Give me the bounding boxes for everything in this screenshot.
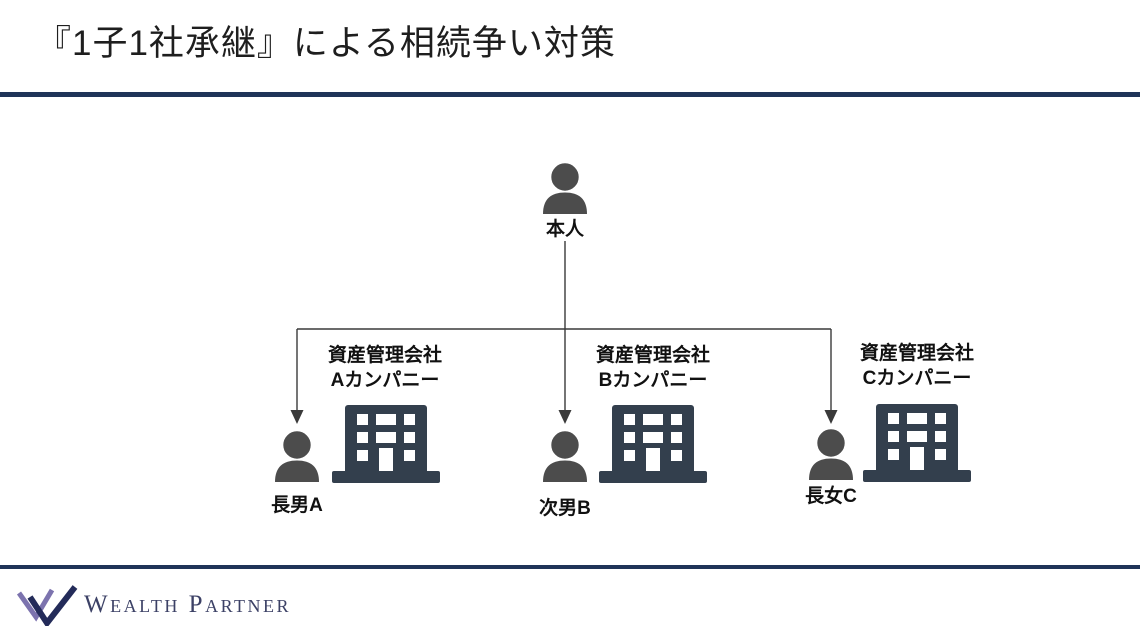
person-icon [543, 430, 587, 482]
person-label-b: 次男B [539, 498, 591, 519]
brand-name: Wealth Partner [84, 591, 291, 618]
w-double-check-logo-icon [16, 585, 78, 626]
company-label-b-line1: 資産管理会社 [595, 345, 710, 366]
person-label-a: 長男A [271, 495, 323, 516]
company-label-c-line1: 資産管理会社 [859, 343, 974, 364]
company-label-c: 資産管理会社 Cカンパニー [787, 341, 1047, 391]
arrowhead-right [824, 410, 838, 424]
brand-logo: Wealth Partner [12, 584, 291, 626]
footer-divider [0, 565, 1140, 569]
title-divider [0, 92, 1140, 97]
building-icon [332, 405, 440, 483]
person-icon [275, 430, 319, 482]
company-label-a-line2: Aカンパニー [330, 370, 440, 391]
root-person-label: 本人 [545, 219, 584, 240]
slide-title: 『1子1社承継』による相続争い対策 [36, 24, 616, 63]
building-icon [863, 404, 971, 482]
person-icon [543, 162, 587, 214]
company-label-c-line2: Cカンパニー [862, 368, 972, 389]
company-label-a: 資産管理会社 Aカンパニー [255, 343, 515, 393]
company-label-b: 資産管理会社 Bカンパニー [523, 343, 783, 393]
arrowhead-left [290, 410, 304, 424]
company-label-b-line2: Bカンパニー [598, 370, 708, 391]
building-icon [599, 405, 707, 483]
person-label-c: 長女C [805, 486, 857, 507]
company-label-a-line1: 資産管理会社 [327, 345, 442, 366]
arrowhead-center [558, 410, 572, 424]
person-icon [809, 428, 853, 480]
